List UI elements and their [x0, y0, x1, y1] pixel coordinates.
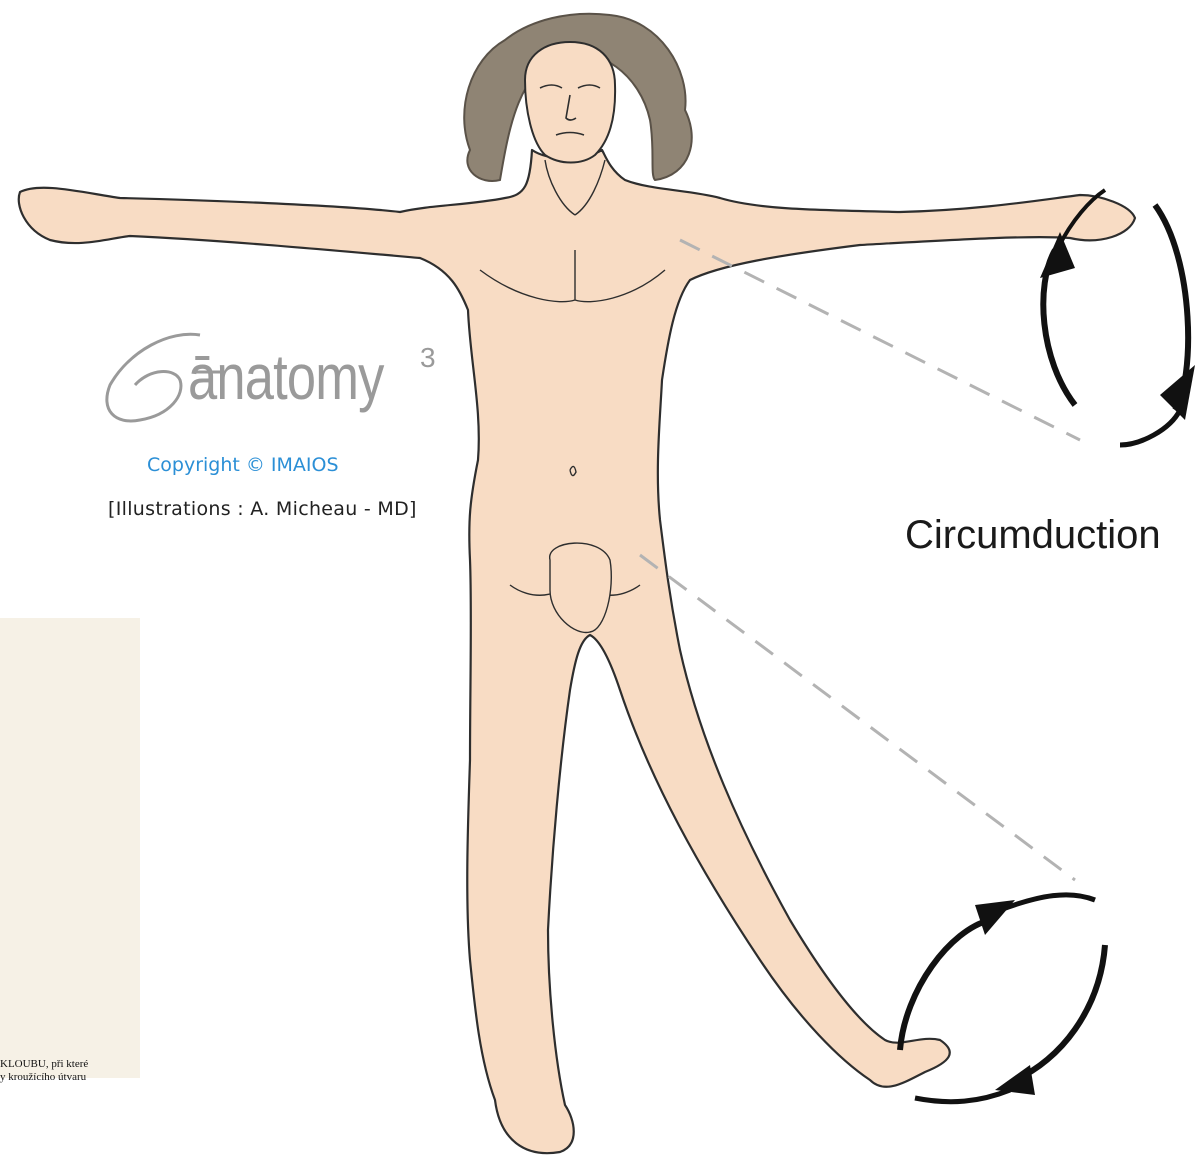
scanned-page-fragment	[0, 618, 140, 1078]
scan-text-line: y kroužícího útvaru	[0, 1071, 86, 1084]
arm-axis-dashed-line	[680, 240, 1080, 440]
head	[525, 42, 615, 163]
logo-superscript: 3	[420, 342, 436, 374]
scan-text-line: KLOUBU, při které	[0, 1058, 88, 1071]
logo-e-swirl	[107, 334, 200, 421]
circumduction-label: Circumduction	[905, 513, 1161, 558]
logo-text: ānatomy	[188, 340, 384, 414]
illustrations-credit: [Illustrations : A. Micheau - MD]	[108, 498, 417, 520]
copyright-text: Copyright © IMAIOS	[147, 454, 339, 476]
